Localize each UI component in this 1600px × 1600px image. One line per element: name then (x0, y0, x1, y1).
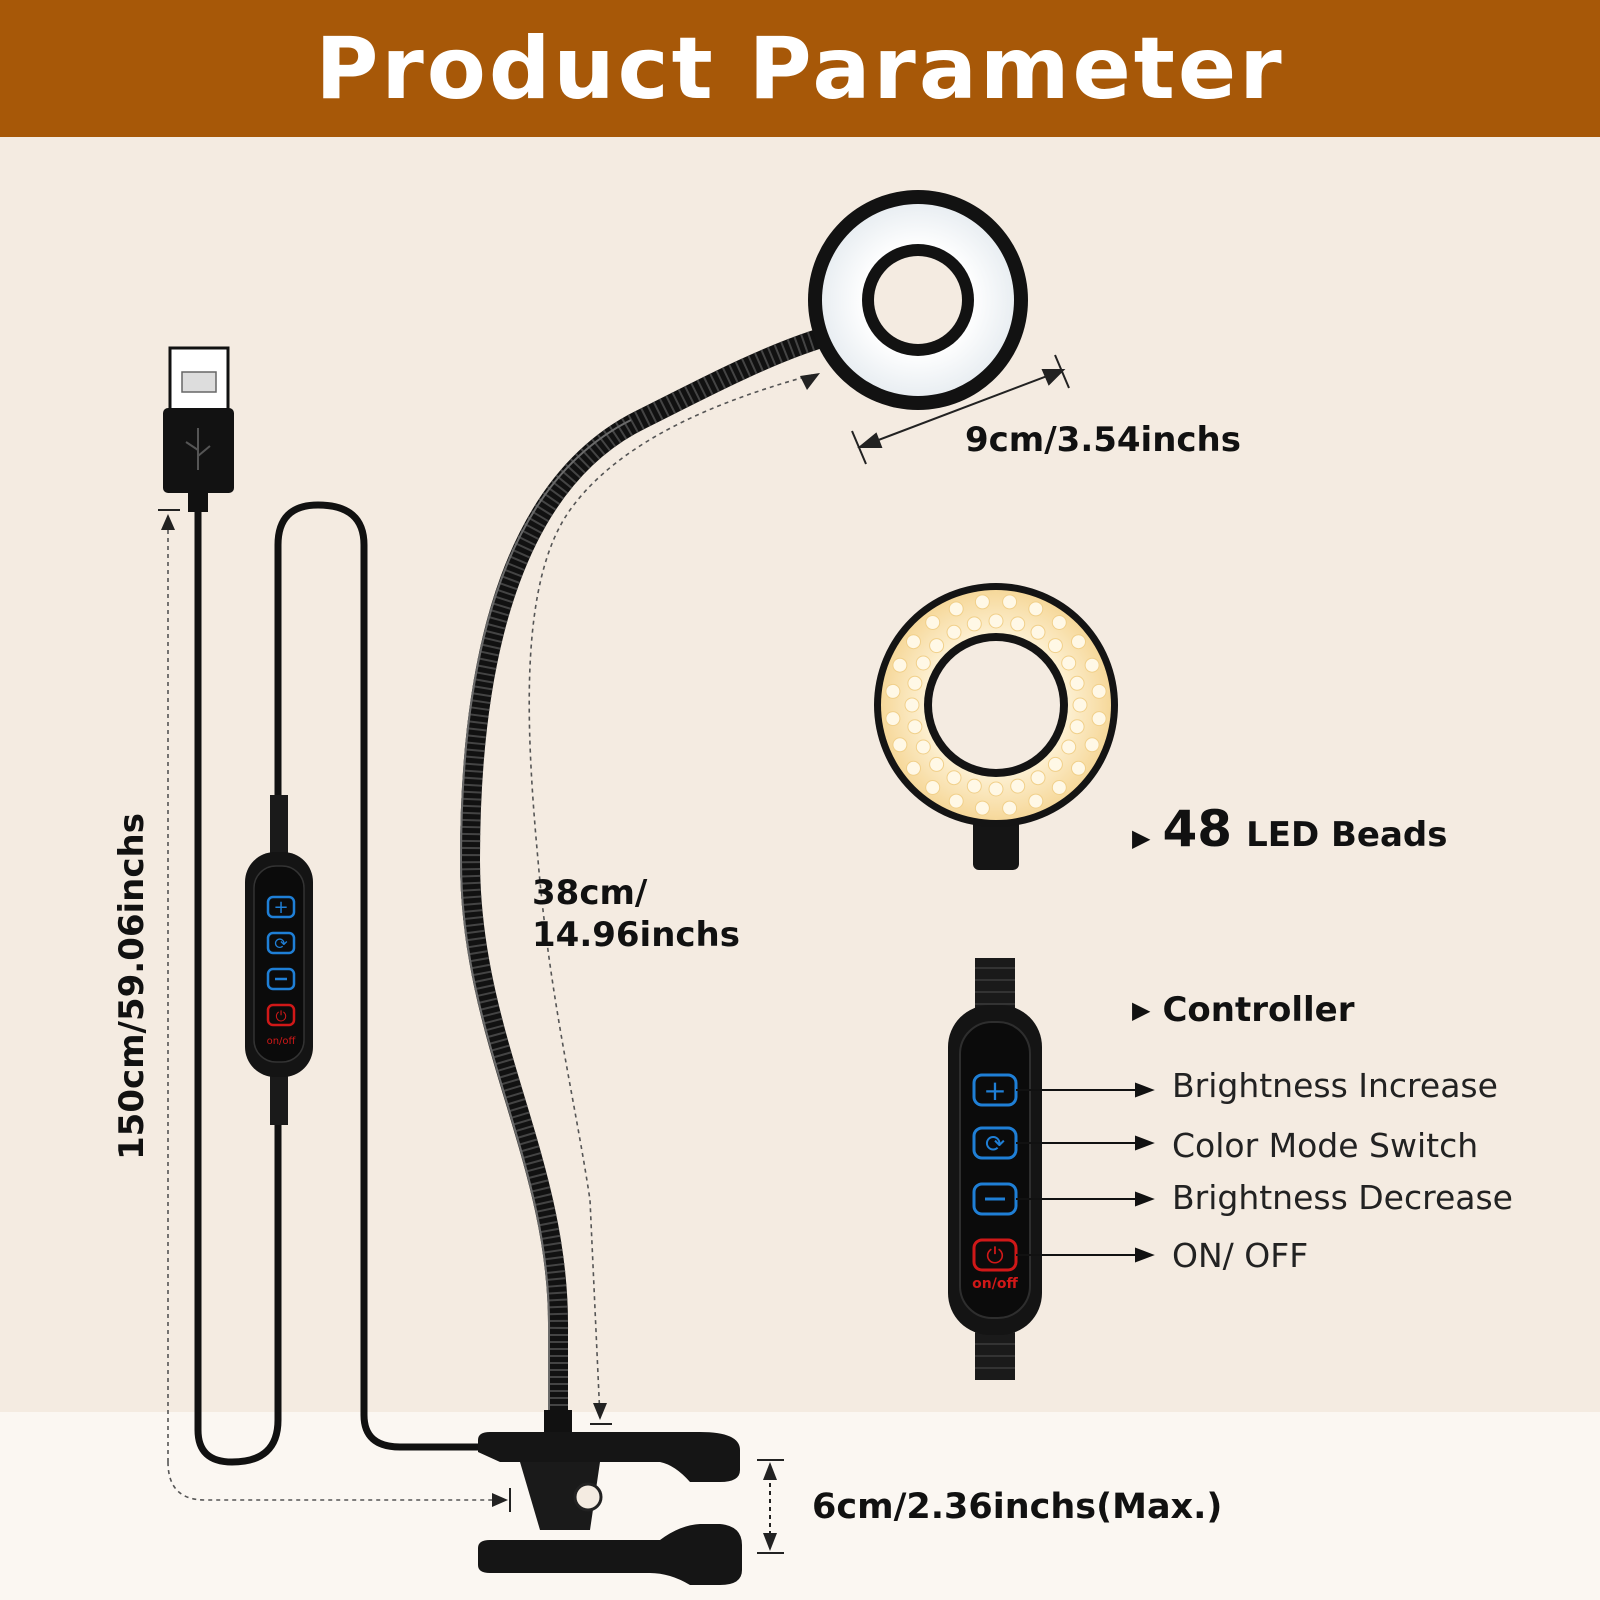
cycle-icon (266, 931, 296, 955)
function-color-mode-switch: Color Mode Switch (1172, 1126, 1479, 1165)
led-bead (892, 657, 908, 673)
svg-text:⟳: ⟳ (985, 1130, 1005, 1158)
cable-length-dimension (158, 509, 511, 1512)
led-bead (1084, 657, 1100, 673)
svg-text:+: + (983, 1074, 1006, 1107)
led-bead (915, 739, 931, 755)
led-bead (1091, 683, 1107, 699)
led-bead (907, 675, 923, 691)
ring-light-head (808, 190, 1028, 410)
led-bead (1002, 594, 1018, 610)
cable-controller: + ⟳ ⏻ on/off (245, 795, 313, 1125)
svg-text:⏻: ⏻ (275, 1009, 286, 1025)
led-bead (948, 601, 964, 617)
led-bead (925, 615, 941, 630)
clip-opening-label: 6cm/2.36inchs(Max.) (812, 1487, 1223, 1527)
led-bead (915, 655, 931, 671)
usb-connector-shell (168, 346, 230, 412)
led-bead (948, 793, 964, 809)
led-label: LED Beads (1246, 815, 1448, 855)
controller-callouts (1016, 1082, 1155, 1263)
led-bead (906, 760, 921, 776)
page-title: Product Parameter (315, 18, 1285, 119)
power-cable (194, 501, 512, 1466)
triangle-marker-icon: ▶ (1132, 996, 1151, 1024)
led-bead (1030, 624, 1046, 640)
led-bead (966, 616, 982, 632)
ring-diameter-label: 9cm/3.54inchs (965, 420, 1242, 460)
plus-icon (266, 895, 296, 919)
gooseneck-length-label: 38cm/ 14.96inchs (532, 872, 740, 956)
function-brightness-decrease: Brightness Decrease (1172, 1178, 1513, 1217)
led-bead (1030, 770, 1046, 786)
led-bead (988, 613, 1004, 629)
led-bead (1010, 778, 1026, 794)
ring-diameter-dimension (851, 354, 1070, 465)
power-caption: on/off (267, 1036, 297, 1047)
led-bead (1071, 760, 1086, 776)
controller-feature: ▶ Controller (1132, 990, 1355, 1030)
led-bead (1072, 697, 1088, 713)
led-bead (966, 778, 982, 794)
led-bead (1028, 793, 1044, 809)
header-banner: Product Parameter (0, 0, 1600, 137)
led-bead (988, 781, 1004, 797)
power-caption: on/off (972, 1276, 1018, 1292)
led-bead (946, 624, 962, 640)
led-bead (1091, 711, 1107, 727)
led-bead (907, 719, 923, 735)
led-bead (892, 737, 908, 753)
led-bead (1002, 800, 1018, 816)
usb-plug (163, 346, 234, 512)
led-bead (1069, 719, 1085, 735)
gooseneck-length-dimension (528, 373, 820, 1425)
led-bead (1071, 634, 1086, 650)
led-bead (1047, 756, 1063, 772)
gooseneck-length-line1: 38cm/ (532, 873, 648, 913)
led-bead (929, 638, 945, 654)
led-bead (1061, 655, 1077, 671)
minus-icon (266, 967, 296, 991)
led-bead (1061, 739, 1077, 755)
led-bead (1047, 638, 1063, 654)
controller-closeup: + ⟳ ⏻ on/off (948, 958, 1042, 1380)
led-bead (1084, 737, 1100, 753)
controller-title: Controller (1162, 990, 1355, 1030)
svg-text:+: + (273, 897, 288, 918)
clip-opening-dimension (757, 1459, 784, 1554)
led-bead (925, 780, 941, 795)
led-bead (1069, 675, 1085, 691)
led-bead (1028, 601, 1044, 617)
clamp (478, 1410, 742, 1585)
led-bead (906, 634, 921, 650)
led-count: 48 (1162, 800, 1233, 858)
led-bead (1010, 616, 1026, 632)
power-icon (266, 1003, 296, 1027)
svg-text:⟳: ⟳ (274, 934, 288, 953)
led-beads-feature: ▶ 48 LED Beads (1132, 800, 1448, 858)
led-bead (929, 756, 945, 772)
led-bead (974, 594, 990, 610)
led-bead (974, 800, 990, 816)
svg-text:⏻: ⏻ (986, 1244, 1003, 1269)
usb-symbol-icon (185, 428, 211, 470)
led-bead (885, 711, 901, 727)
floor-area (0, 1412, 1600, 1600)
gooseneck-length-line2: 14.96inchs (532, 915, 741, 955)
function-brightness-increase: Brightness Increase (1172, 1066, 1498, 1105)
triangle-marker-icon: ▶ (1132, 824, 1151, 852)
led-bead (946, 770, 962, 786)
cable-length-label: 150cm/59.06inchs (112, 813, 152, 1160)
led-bead (904, 697, 920, 713)
led-bead (1051, 780, 1067, 795)
led-bead (1051, 615, 1067, 630)
function-on-off: ON/ OFF (1172, 1236, 1309, 1275)
led-bead (885, 683, 901, 699)
led-beads (885, 594, 1107, 816)
